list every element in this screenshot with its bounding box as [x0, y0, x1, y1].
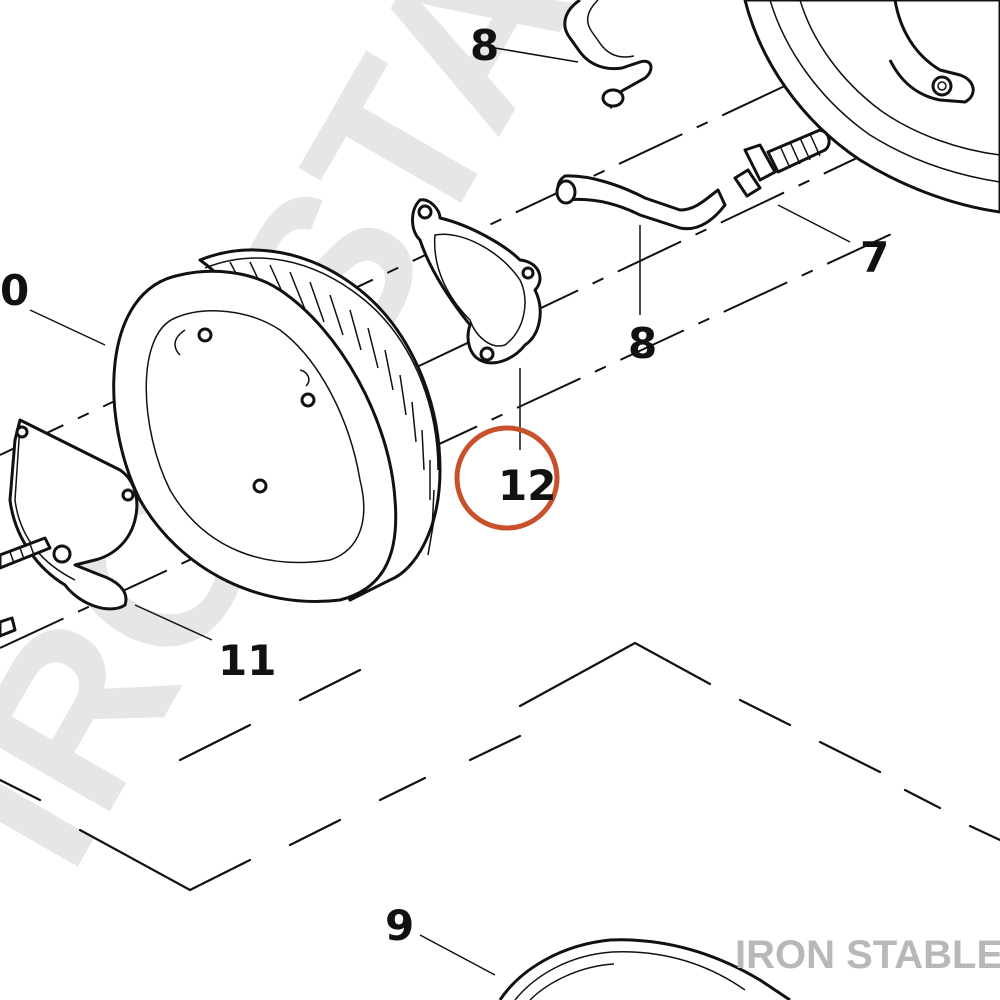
- highlight-circle: [454, 425, 560, 531]
- callout-9: 9: [385, 901, 414, 950]
- callout-8-top: 8: [470, 21, 499, 70]
- gasket: [411, 198, 542, 365]
- callout-10: 0: [0, 266, 29, 315]
- hollow-bolt: [733, 128, 831, 198]
- filter-bracket: [8, 418, 139, 611]
- air-filter-element: [112, 248, 442, 603]
- callout-12: 12: [498, 461, 556, 510]
- backing-plate: [743, 0, 1000, 214]
- breather-hose-top: [563, 0, 653, 110]
- mounting-studs: [0, 536, 52, 638]
- air-cleaner-cover: [498, 938, 791, 1000]
- plate-mounting-hole: [931, 75, 953, 97]
- brand-logo-text: IRON STABLE: [735, 933, 1000, 977]
- callout-8-middle: 8: [628, 319, 657, 368]
- callout-7: 7: [860, 233, 889, 282]
- breather-hose-middle: [555, 174, 727, 231]
- leader-lines: [29, 47, 851, 976]
- callout-11: 11: [218, 636, 276, 685]
- cover-outline-dashed: [0, 641, 1000, 892]
